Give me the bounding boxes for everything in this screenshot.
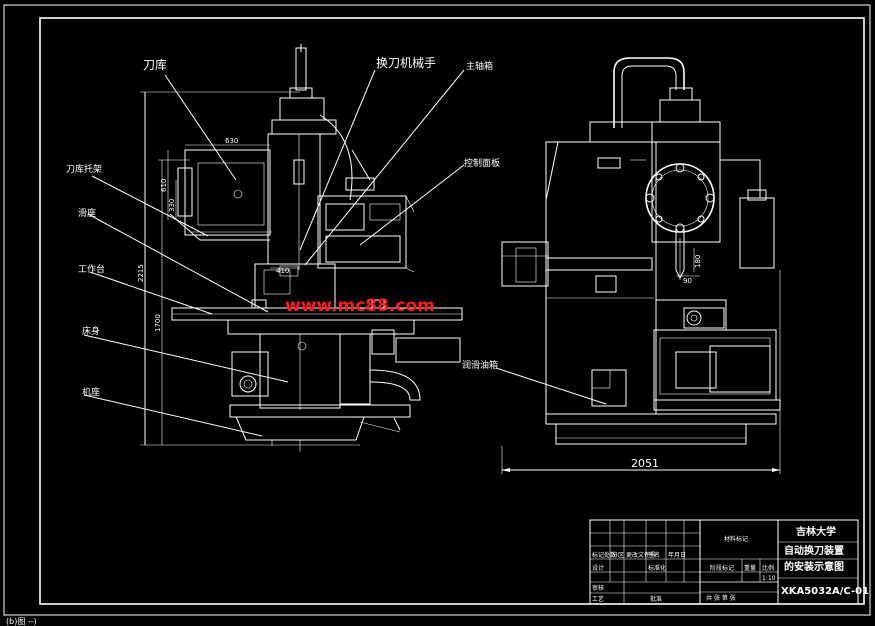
status-text: (b)图 --) <box>6 617 37 626</box>
dim-2051: 2051 <box>631 457 659 470</box>
label-bed: 床身 <box>82 325 100 337</box>
tb-scale-value: 1:10 <box>762 575 776 582</box>
label-lubrication-pump: 润滑油箱 <box>462 359 498 371</box>
tb-row-label-3: 更改文件号 <box>626 551 656 559</box>
tb-stage-mark: 阶段标记 <box>710 564 734 572</box>
label-magazine-bracket: 刀库托架 <box>66 163 102 175</box>
tb-row-label-5: 年月日 <box>668 551 686 559</box>
title-block <box>589 519 859 605</box>
machine-base <box>229 404 411 418</box>
dim-610: 610 <box>160 179 168 192</box>
label-tool-magazine: 刀库 <box>143 57 167 72</box>
dim-180: 180 <box>694 255 702 268</box>
watermark: www.mc88.com <box>285 296 435 316</box>
column-body <box>589 121 721 143</box>
dim-1700: 1700 <box>154 314 162 332</box>
tb-standardization: 标准化 <box>648 564 666 572</box>
dim-330: 330 <box>168 199 176 212</box>
label-tool-change-manipulator: 换刀机械手 <box>376 55 436 70</box>
lubrication-unit <box>739 197 775 269</box>
control-panel-box <box>317 195 407 269</box>
tb-title-line2: 的安装示意图 <box>784 560 844 573</box>
tb-process: 工艺 <box>592 595 604 603</box>
outer-frame <box>3 4 871 616</box>
label-worktable: 工作台 <box>78 263 105 275</box>
tb-row-label-4: 签名 <box>648 551 660 559</box>
tb-designer: 设计 <box>592 564 604 572</box>
left-machine-view <box>83 44 465 452</box>
dim-630: 630 <box>225 137 238 145</box>
tb-title-line1: 自动换刀装置 <box>784 544 844 557</box>
label-control-panel: 控制面板 <box>464 157 500 169</box>
tb-drawing-number: XKA5032A/C-01 <box>781 586 869 597</box>
dim-2215: 2215 <box>137 264 145 282</box>
inner-frame <box>39 17 865 605</box>
tb-weight-label: 重量 <box>744 564 756 572</box>
tb-material-mark: 材料标记 <box>724 535 748 543</box>
label-base: 机座 <box>82 386 100 398</box>
tb-sheet-total: 共 张 第 张 <box>706 594 736 602</box>
tb-university: 吉林大学 <box>796 525 836 538</box>
tb-review: 审核 <box>592 584 604 592</box>
dim-90: 90 <box>683 277 692 285</box>
dim-410: 410 <box>276 267 289 275</box>
right-machine-view <box>495 57 781 474</box>
tb-row-label-1: 标记处数 <box>592 551 616 559</box>
label-saddle: 滑座 <box>78 207 96 219</box>
label-spindle-box: 主轴箱 <box>466 60 493 72</box>
tb-approve: 批准 <box>650 595 662 603</box>
tb-row-label-2: 分区 <box>612 551 624 559</box>
tb-scale-label: 比例 <box>762 564 774 572</box>
tool-magazine-box <box>184 149 271 236</box>
